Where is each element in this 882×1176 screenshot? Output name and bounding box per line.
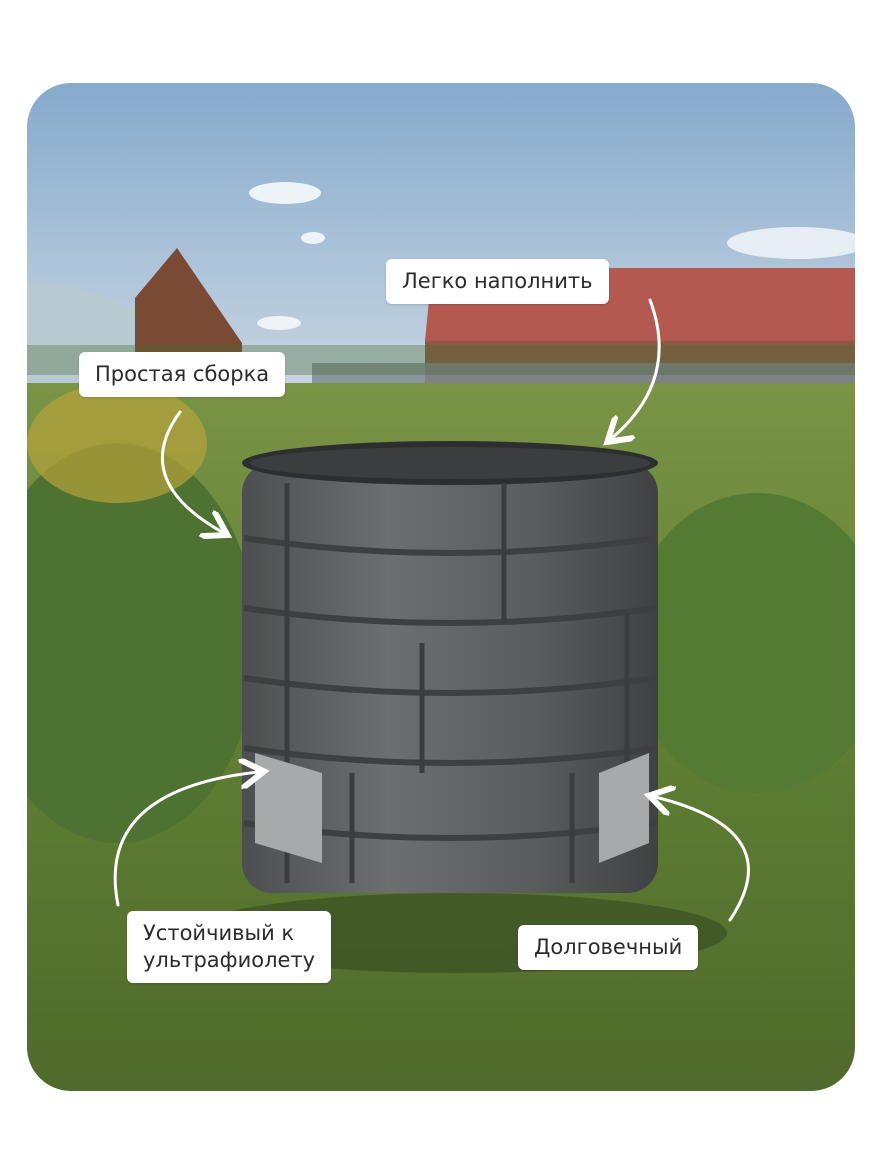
cloud: [257, 316, 301, 330]
callout-text: Долговечный: [534, 935, 683, 959]
bushes-right: [627, 493, 855, 793]
hatch-right: [599, 753, 649, 863]
callout-easy-fill: Легко наполнить: [386, 259, 609, 304]
cloud: [727, 227, 855, 259]
bushes-left: [27, 443, 257, 843]
callout-uv-resistant: Устойчивый к ультрафиолету: [127, 911, 332, 983]
flowers: [27, 383, 207, 503]
callout-easy-assembly: Простая сборка: [79, 352, 286, 397]
callout-text: Легко наполнить: [402, 269, 593, 293]
cloud: [249, 182, 321, 204]
callout-text-line2: ультрафиолету: [143, 948, 316, 972]
callout-text-line1: Устойчивый к: [143, 921, 295, 945]
composter-bin: [242, 441, 658, 893]
hatch-left: [255, 753, 322, 863]
cloud: [301, 232, 325, 244]
callout-text: Простая сборка: [95, 362, 270, 386]
callout-durable: Долговечный: [518, 925, 699, 970]
